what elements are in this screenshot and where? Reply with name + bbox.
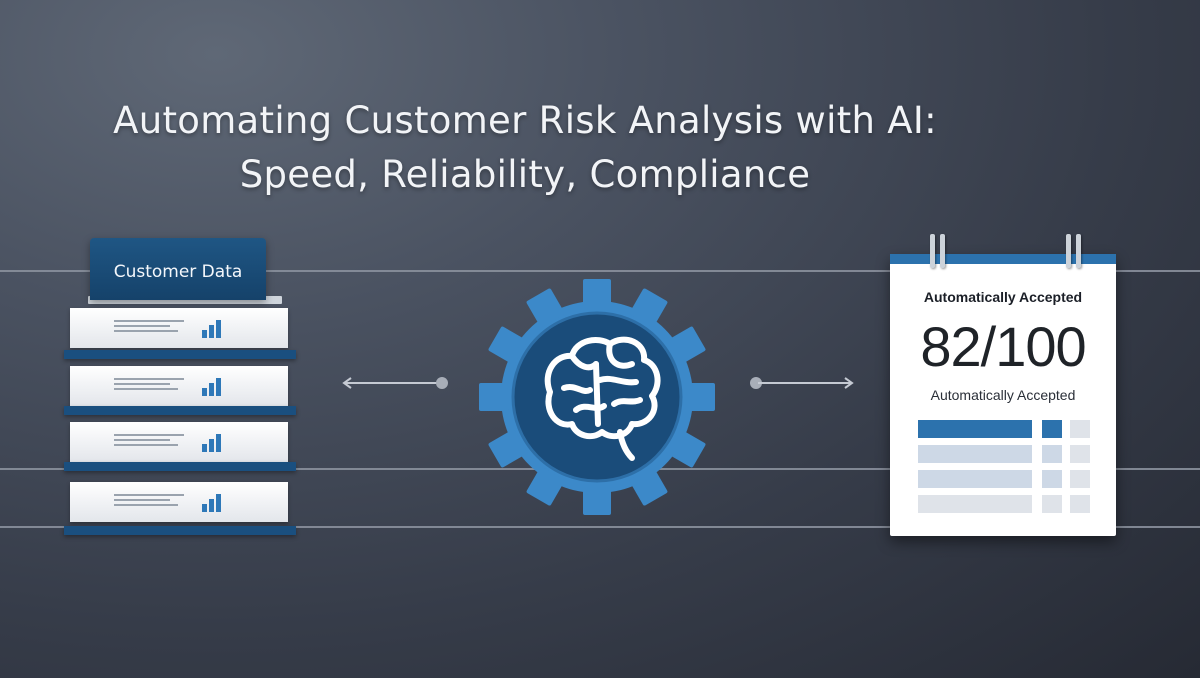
score-row <box>918 495 1032 513</box>
score-row <box>918 470 1032 488</box>
document-page <box>70 482 288 522</box>
status-label-top: Automatically Accepted <box>890 289 1116 305</box>
score-row-empty <box>1070 420 1090 438</box>
right-arrow-icon <box>742 376 862 390</box>
risk-score: 82/100 <box>890 312 1116 382</box>
document-divider <box>64 526 296 535</box>
binder-ring-icon <box>940 234 945 268</box>
customer-data-label: Customer Data <box>90 262 266 282</box>
document-page <box>70 422 288 462</box>
score-row <box>1042 445 1062 463</box>
brain-icon <box>472 272 722 522</box>
left-arrow-icon <box>336 376 456 390</box>
result-card-header <box>890 254 1116 264</box>
score-row <box>1070 495 1090 513</box>
status-label-bottom: Automatically Accepted <box>890 387 1116 403</box>
document-page <box>70 366 288 406</box>
bar-chart-icon <box>200 432 224 452</box>
document-divider <box>64 462 296 471</box>
document-divider <box>64 350 296 359</box>
page-title: Automating Customer Risk Analysis with A… <box>0 94 1050 202</box>
score-row <box>1070 470 1090 488</box>
bar-chart-icon <box>200 376 224 396</box>
customer-data-tab: Customer Data <box>90 238 266 300</box>
bar-chart-icon <box>200 492 224 512</box>
score-row <box>918 445 1032 463</box>
score-row-highlight <box>1042 420 1062 438</box>
score-row <box>1042 495 1062 513</box>
bar-chart-icon <box>200 318 224 338</box>
ai-engine <box>472 272 722 522</box>
document-divider <box>64 406 296 415</box>
binder-ring-icon <box>1066 234 1071 268</box>
score-row <box>1070 445 1090 463</box>
result-card: Automatically Accepted 82/100 Automatica… <box>890 234 1116 536</box>
document-page <box>70 308 288 348</box>
title-line-1: Automating Customer Risk Analysis with A… <box>0 94 1050 148</box>
title-line-2: Speed, Reliability, Compliance <box>0 148 1050 202</box>
customer-data-stack: Customer Data <box>60 238 310 538</box>
binder-ring-icon <box>1076 234 1081 268</box>
binder-ring-icon <box>930 234 935 268</box>
score-row <box>1042 470 1062 488</box>
score-row-highlight <box>918 420 1032 438</box>
